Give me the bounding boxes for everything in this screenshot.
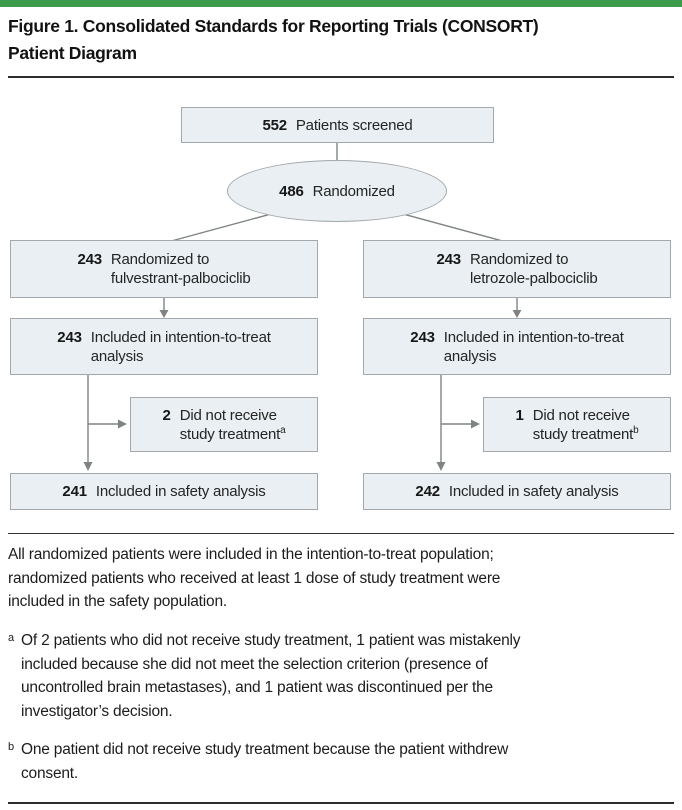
box-randomized-fulvestrant: 243 Randomized to fulvestrant-palbocicli… — [10, 240, 318, 298]
footnote-ref-b: b — [633, 424, 639, 436]
box-entry: 241 Included in safety analysis — [62, 482, 265, 501]
caption-divider — [8, 533, 674, 534]
arrowhead-left-itt — [159, 310, 169, 318]
label-itt-left: Included in intention-to-treat analysis — [90, 328, 271, 365]
box-itt-right: 243 Included in intention-to-treat analy… — [363, 318, 671, 375]
label-not-treated-right: Did not receive study treatmentb — [533, 406, 639, 444]
box-itt-left: 243 Included in intention-to-treat analy… — [10, 318, 318, 375]
count-safety-right: 242 — [415, 483, 440, 500]
arrowhead-right-safety — [436, 462, 446, 471]
footnote-a: a Of 2 patients who did not receive study… — [8, 629, 674, 723]
label-randomized-letrozole: Randomized to letrozole-palbociclib — [469, 251, 598, 287]
figure-title: Figure 1. Consolidated Standards for Rep… — [8, 16, 539, 63]
arrowhead-left-branch — [118, 419, 127, 429]
box-entry: 243 Included in intention-to-treat analy… — [410, 328, 624, 366]
label-randomized-fulvestrant: Randomized to fulvestrant-palbociclib — [110, 251, 251, 287]
label-itt-right: Included in intention-to-treat analysis — [443, 328, 624, 365]
footnote-ref-a: a — [280, 424, 286, 436]
box-entry: 2 Did not receive study treatmenta — [163, 406, 286, 444]
box-not-treated-right: 1 Did not receive study treatmentb — [483, 397, 671, 452]
box-entry: 486 Randomized — [279, 182, 395, 201]
footnote-a-marker: a — [8, 632, 14, 644]
box-not-treated-left: 2 Did not receive study treatmenta — [130, 397, 318, 452]
arrowhead-left-safety — [83, 462, 93, 471]
title-divider — [8, 76, 674, 78]
box-patients-screened: 552 Patients screened — [181, 107, 494, 143]
box-safety-left: 241 Included in safety analysis — [10, 473, 318, 510]
box-entry: 242 Included in safety analysis — [415, 482, 618, 501]
box-entry: 1 Did not receive study treatmentb — [516, 406, 639, 444]
label-safety-right: Included in safety analysis — [448, 483, 619, 500]
box-randomized-letrozole: 243 Randomized to letrozole-palbociclib — [363, 240, 671, 298]
label-screened: Patients screened — [295, 116, 413, 134]
label-randomized: Randomized — [312, 182, 395, 200]
box-entry: 243 Randomized to letrozole-palbociclib — [437, 250, 598, 288]
label-not-treated-left-text: Did not receive study treatment — [179, 406, 281, 443]
box-entry: 552 Patients screened — [262, 116, 412, 135]
count-not-treated-left: 2 — [162, 406, 171, 424]
count-itt-right: 243 — [410, 328, 435, 346]
footnote-b: b One patient did not receive study treat… — [8, 738, 674, 785]
count-randomized: 486 — [279, 182, 304, 200]
accent-bar — [0, 0, 682, 7]
box-safety-right: 242 Included in safety analysis — [363, 473, 671, 510]
caption-text: All randomized patients were included in… — [8, 546, 501, 610]
count-randomized-fulvestrant: 243 — [77, 251, 102, 268]
label-not-treated-left: Did not receive study treatmenta — [180, 406, 286, 444]
footnote-b-marker: b — [8, 741, 14, 753]
arrowhead-right-branch — [471, 419, 480, 429]
label-safety-left: Included in safety analysis — [95, 483, 266, 500]
bottom-divider — [8, 802, 674, 804]
box-entry: 243 Randomized to fulvestrant-palbocicli… — [77, 250, 250, 288]
arrowhead-right-itt — [512, 310, 522, 318]
count-not-treated-right: 1 — [515, 406, 524, 424]
count-itt-left: 243 — [57, 328, 82, 346]
footnote-b-text: One patient did not receive study treatm… — [21, 741, 509, 782]
count-randomized-letrozole: 243 — [436, 251, 462, 268]
box-entry: 243 Included in intention-to-treat analy… — [57, 328, 271, 366]
label-not-treated-right-text: Did not receive study treatment — [532, 406, 634, 443]
count-safety-left: 241 — [62, 483, 87, 500]
ellipse-randomized: 486 Randomized — [227, 160, 447, 222]
footnote-a-text: Of 2 patients who did not receive study … — [21, 632, 521, 720]
count-screened: 552 — [262, 116, 287, 134]
